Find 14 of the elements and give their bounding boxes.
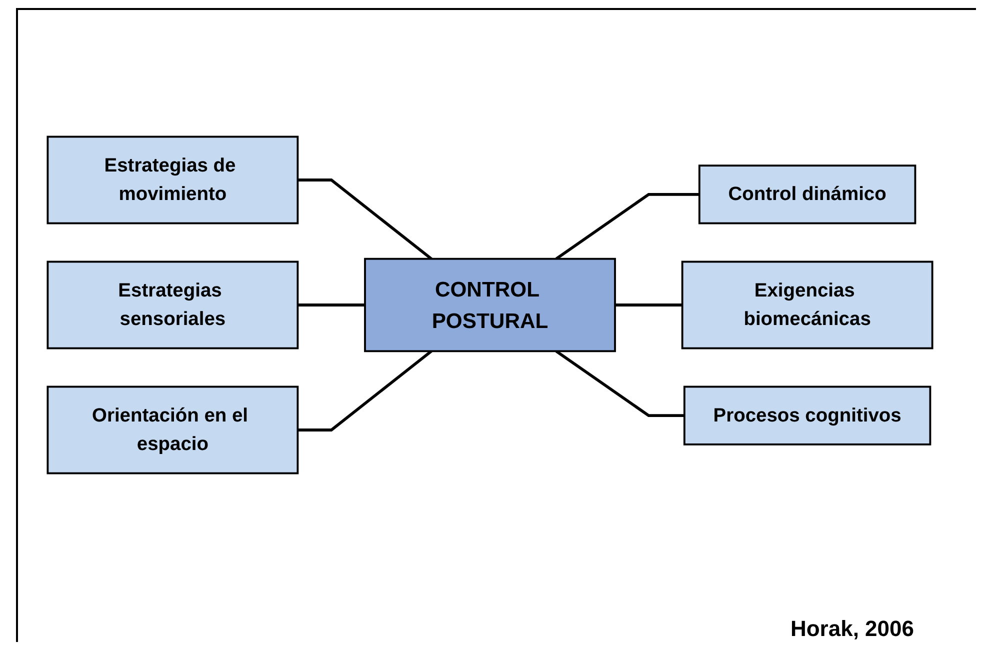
node-box: Orientación en el espacio [46,386,299,474]
connector [298,350,432,432]
node-box: Exigencias biomecánicas [681,260,934,350]
node-box: Procesos cognitivos [683,386,932,446]
node-box: Estrategias de movimiento [46,136,299,224]
connector [298,178,432,260]
connector [555,192,700,260]
connector [555,350,684,418]
node-box: Control dinámico [698,164,916,224]
node-box: Estrategias sensoriales [46,260,299,350]
node-box: CONTROL POSTURAL [364,258,616,352]
citation-text: Horak, 2006 [790,616,914,642]
connector [298,304,365,306]
connector [615,304,682,306]
